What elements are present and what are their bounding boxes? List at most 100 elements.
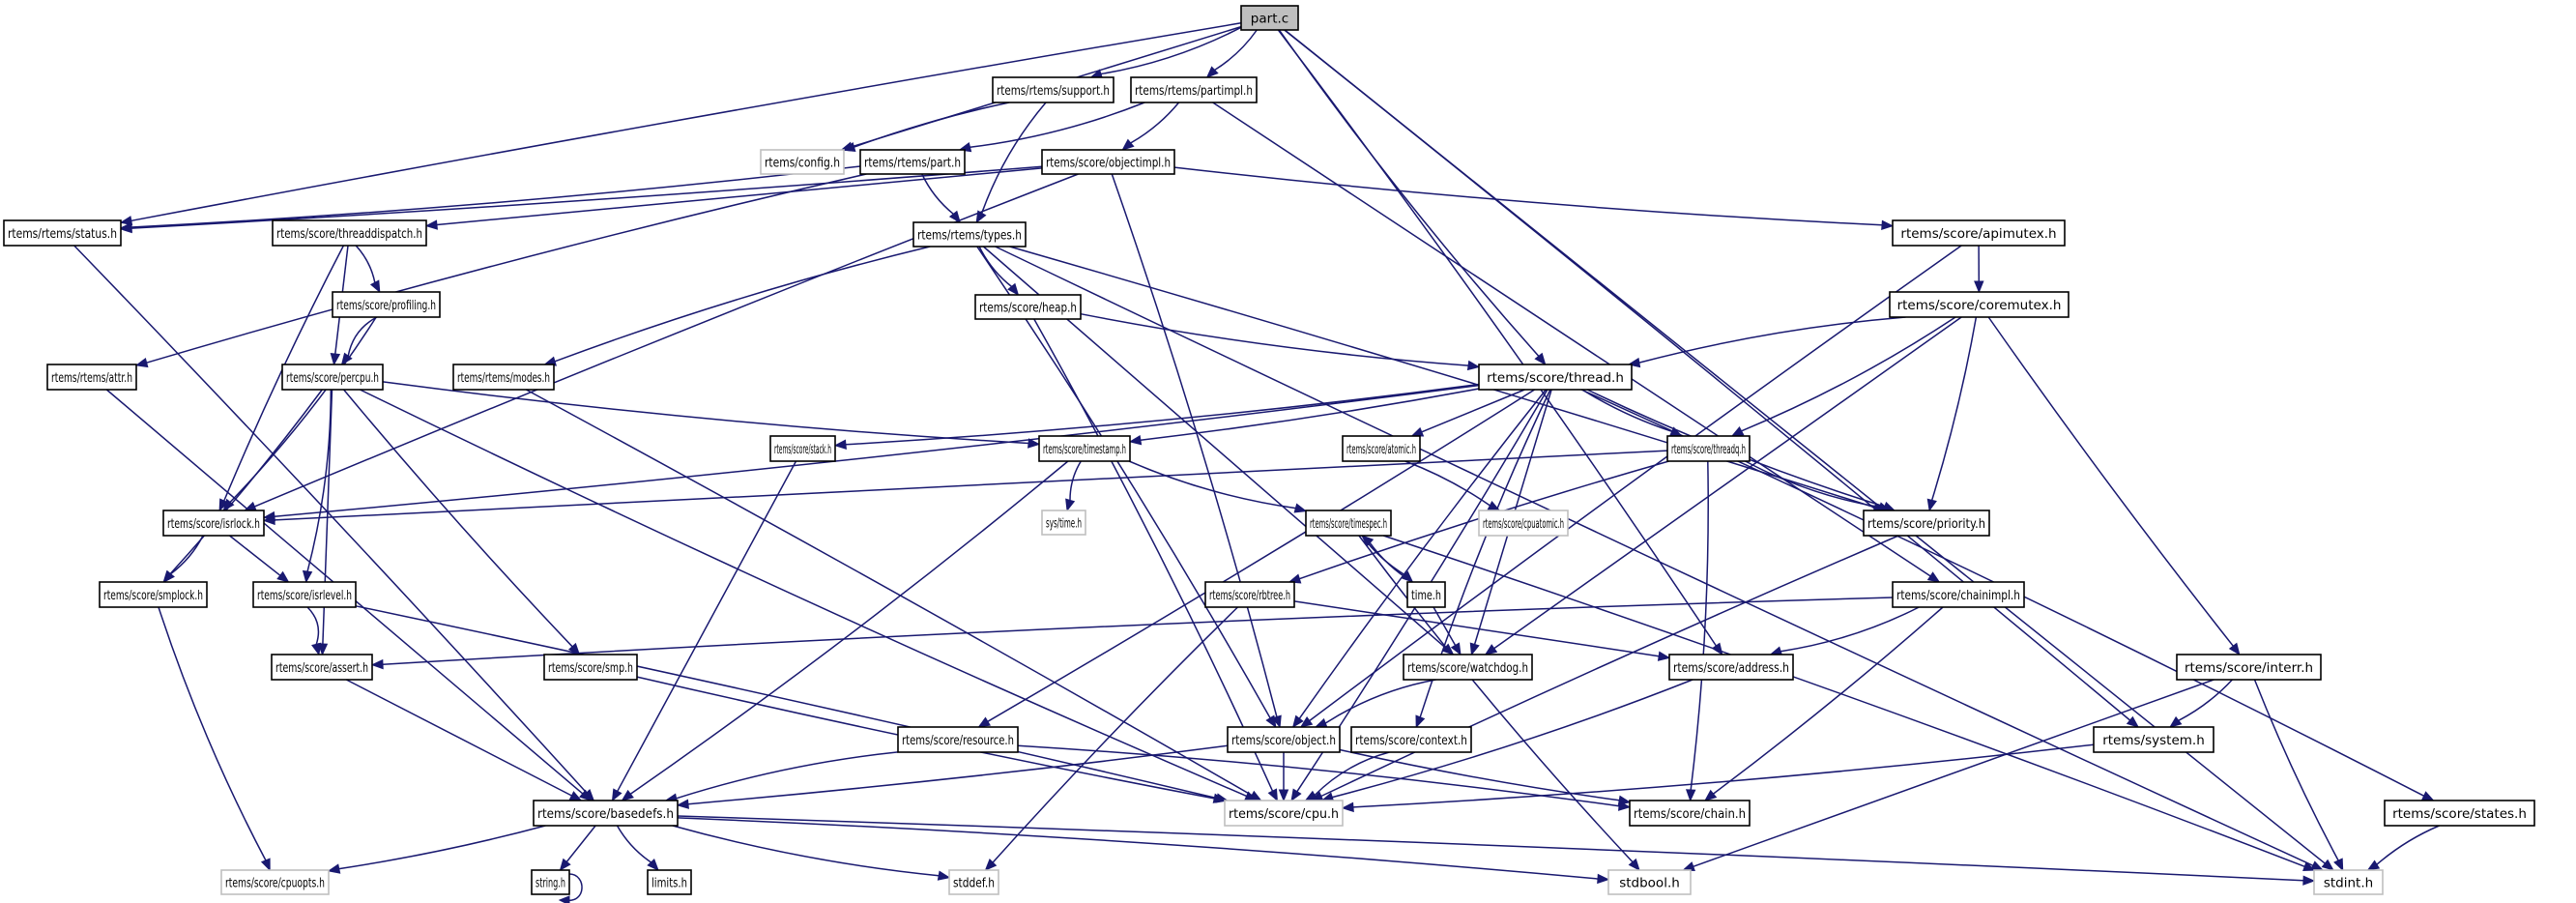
edge-line (1339, 748, 1620, 801)
edge-rbtree_h-to-address_h (1293, 600, 1671, 661)
arrowhead-icon (977, 716, 992, 728)
edge-line (1214, 29, 1258, 72)
edge-line (1017, 744, 1620, 807)
node-context-h[interactable]: rtems/score/context.h (1350, 726, 1472, 753)
edge-line (1111, 173, 1278, 717)
node-label: rtems/score/address.h (1673, 660, 1789, 676)
arrowhead-icon (1007, 282, 1020, 297)
edge-states_h-to-stdint_h (2366, 825, 2440, 871)
node-label: rtems/rtems/modes.h (457, 370, 550, 386)
edge-line (845, 383, 1480, 446)
node-rbtree-h[interactable]: rtems/score/rbtree.h (1204, 581, 1295, 608)
node-time-h[interactable]: time.h (1406, 581, 1446, 608)
edge-thread_h-to-resource_h (977, 389, 1536, 728)
node-stack-h[interactable]: rtems/score/stack.h (769, 435, 836, 462)
arrowhead-icon (2302, 861, 2316, 872)
node-chain-h[interactable]: rtems/score/chain.h (1629, 800, 1751, 827)
node-system-h[interactable]: rtems/system.h (2093, 726, 2214, 753)
node-box (1478, 510, 1569, 537)
edge-line (1080, 312, 1469, 366)
node-label: rtems/score/isrlevel.h (257, 588, 352, 603)
node-threaddispatch-h[interactable]: rtems/score/threaddispatch.h (272, 219, 427, 247)
edge-line (1140, 388, 1480, 441)
node-label: rtems/score/priority.h (1867, 516, 1985, 532)
node-partimpl-h[interactable]: rtems/rtems/partimpl.h (1130, 76, 1258, 103)
arrowhead-icon (1299, 716, 1314, 728)
node-object-h[interactable]: rtems/score/object.h (1227, 726, 1341, 753)
edge-line (1320, 535, 1899, 798)
arrowhead-icon (1288, 573, 1302, 584)
node-objectimpl-h[interactable]: rtems/score/objectimpl.h (1041, 149, 1175, 175)
node-states-h[interactable]: rtems/score/states.h (2384, 800, 2535, 827)
edge-basedefs_h-to-cpuopts_h (327, 825, 546, 874)
node-types-h[interactable]: rtems/rtems/types.h (912, 221, 1027, 248)
node-attr-h[interactable]: rtems/rtems/attr.h (46, 364, 137, 391)
node-timestamp-h[interactable]: rtems/score/timestamp.h (1038, 435, 1131, 462)
node-box (1666, 435, 1751, 462)
edge-line (1741, 316, 1956, 432)
node-label: rtems/score/smp.h (548, 660, 633, 676)
edge-part_c-to-status_h (119, 22, 1242, 226)
edge-line (1421, 389, 1525, 433)
node-isrlevel-h[interactable]: rtems/score/isrlevel.h (252, 581, 357, 608)
arrowhead-icon (2302, 875, 2316, 886)
edge-thread_h-to-timestamp_h (1128, 388, 1480, 446)
edge-line (677, 817, 1599, 880)
node-stdbool-h: stdbool.h (1607, 869, 1692, 895)
node-watchdog-h[interactable]: rtems/score/watchdog.h (1403, 654, 1533, 681)
edge-line (1033, 318, 1274, 792)
edge-part_c-to-address_h (1277, 29, 1723, 656)
node-apimutex-h[interactable]: rtems/score/apimutex.h (1892, 219, 2066, 247)
node-label: rtems/system.h (2102, 733, 2205, 748)
edge-line (338, 825, 546, 870)
node-label: rtems/score/coremutex.h (1897, 298, 2062, 313)
node-percpu-h[interactable]: rtems/score/percpu.h (281, 364, 384, 391)
node-smplock-h[interactable]: rtems/score/smplock.h (99, 581, 208, 608)
edge-line (254, 173, 1079, 508)
node-profiling-h[interactable]: rtems/score/profiling.h (332, 291, 441, 318)
edge-smplock_h-to-cpuopts_h (158, 606, 271, 872)
edge-line (306, 606, 320, 645)
edge-chainimpl_h-to-chain_h (1703, 606, 1944, 801)
edge-line (436, 167, 1043, 226)
node-timespec-h[interactable]: rtems/score/timespec.h (1305, 510, 1392, 537)
node-label: rtems/score/stack.h (774, 442, 831, 457)
edge-line (1930, 316, 1978, 501)
node-part-c[interactable]: part.c (1240, 5, 1299, 31)
node-thread-h[interactable]: rtems/score/thread.h (1478, 364, 1633, 391)
node-smp-h[interactable]: rtems/score/smp.h (543, 654, 638, 681)
edge-line (345, 679, 572, 797)
node-heap-h[interactable]: rtems/score/heap.h (974, 294, 1082, 320)
node-interr-h[interactable]: rtems/score/interr.h (2176, 654, 2322, 681)
edge-priority_h-to-cpu_h (1310, 535, 1899, 801)
node-priority-h[interactable]: rtems/score/priority.h (1863, 510, 1990, 537)
node-box (1038, 435, 1131, 462)
node-chainimpl-h[interactable]: rtems/score/chainimpl.h (1892, 581, 2025, 608)
arrowhead-icon (621, 789, 634, 801)
edge-line (130, 165, 861, 228)
node-atomic-h[interactable]: rtems/score/atomic.h (1342, 435, 1421, 462)
edge-line (1493, 316, 1962, 650)
edge-timestamp_h-to-timespec_h (1128, 460, 1308, 513)
node-threadq-h[interactable]: rtems/score/threadq.h (1666, 435, 1751, 462)
node-label: sys/time.h (1046, 516, 1082, 532)
arrowhead-icon (2228, 642, 2241, 656)
node-limits-h[interactable]: limits.h (647, 869, 692, 895)
node-address-h[interactable]: rtems/score/address.h (1668, 654, 1794, 681)
edge-line (170, 535, 204, 575)
node-string-h[interactable]: string.h (531, 869, 570, 895)
node-box (769, 435, 836, 462)
node-status-h[interactable]: rtems/rtems/status.h (3, 219, 122, 247)
node-part-h[interactable]: rtems/rtems/part.h (859, 149, 966, 175)
edge-system_h-to-cpu_h (1341, 743, 2095, 813)
node-box (1406, 581, 1446, 608)
node-modes-h[interactable]: rtems/rtems/modes.h (452, 364, 555, 391)
node-isrlock-h[interactable]: rtems/score/isrlock.h (162, 510, 265, 537)
node-support-h[interactable]: rtems/rtems/support.h (992, 76, 1114, 103)
node-resource-h[interactable]: rtems/score/resource.h (897, 726, 1019, 753)
edge-line (1100, 26, 1242, 75)
node-coremutex-h[interactable]: rtems/score/coremutex.h (1889, 291, 2069, 318)
arrowhead-icon (1121, 138, 1135, 151)
node-basedefs-h[interactable]: rtems/score/basedefs.h (533, 800, 679, 827)
node-assert-h[interactable]: rtems/score/assert.h (271, 654, 373, 681)
